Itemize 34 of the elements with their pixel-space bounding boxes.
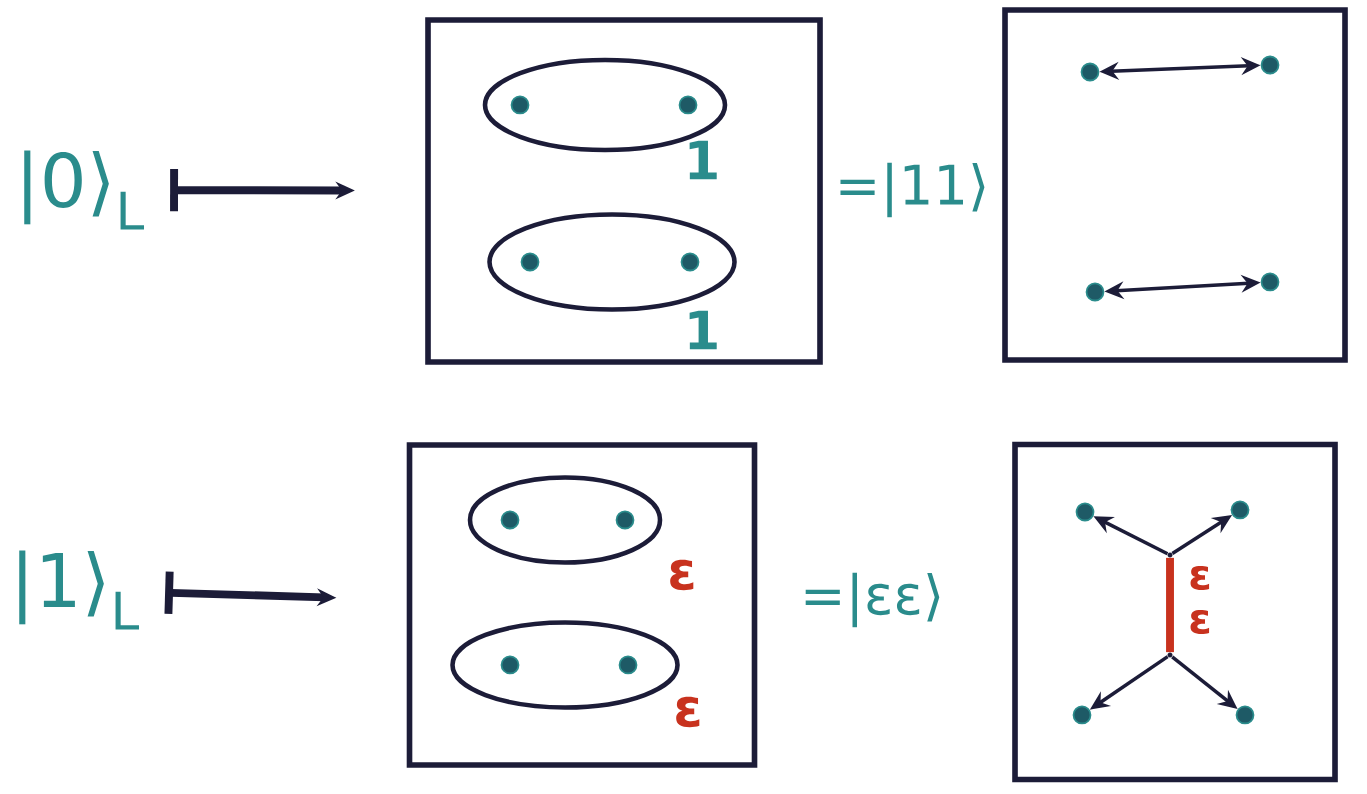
dot — [1072, 705, 1092, 725]
index-label: 1 — [689, 140, 717, 180]
dot — [1080, 62, 1100, 82]
junction-point — [1167, 652, 1173, 658]
dot — [500, 655, 520, 675]
dot — [500, 510, 520, 530]
dot — [1075, 502, 1095, 522]
equation-label: =|11⟩ — [840, 162, 985, 218]
junction-point — [1167, 552, 1173, 558]
dot — [1230, 500, 1250, 520]
dot — [1235, 705, 1255, 725]
dot — [510, 95, 530, 115]
dot — [678, 95, 698, 115]
dot — [520, 252, 540, 272]
square-frame — [425, 17, 823, 365]
square-frame — [1002, 7, 1348, 363]
index-label: ε — [676, 696, 700, 728]
index-label: ε — [670, 559, 694, 591]
equation-label: =|εε⟩ — [805, 572, 940, 628]
dot — [615, 510, 635, 530]
square-frame — [1012, 441, 1338, 783]
ket-label: |0⟩$_{L}$ — [24, 150, 144, 230]
dot — [618, 655, 638, 675]
dot — [680, 252, 700, 272]
dot — [1085, 282, 1105, 302]
dot — [1260, 55, 1280, 75]
index-label: ε — [1190, 565, 1210, 591]
dot — [1260, 272, 1280, 292]
ket-label: |1⟩$_{L}$ — [19, 550, 139, 630]
square-frame — [406, 442, 758, 768]
ellipse-outline — [467, 475, 663, 565]
index-label: ε — [1190, 609, 1210, 635]
index-label: 1 — [689, 310, 717, 350]
ellipse-outline — [487, 212, 737, 312]
